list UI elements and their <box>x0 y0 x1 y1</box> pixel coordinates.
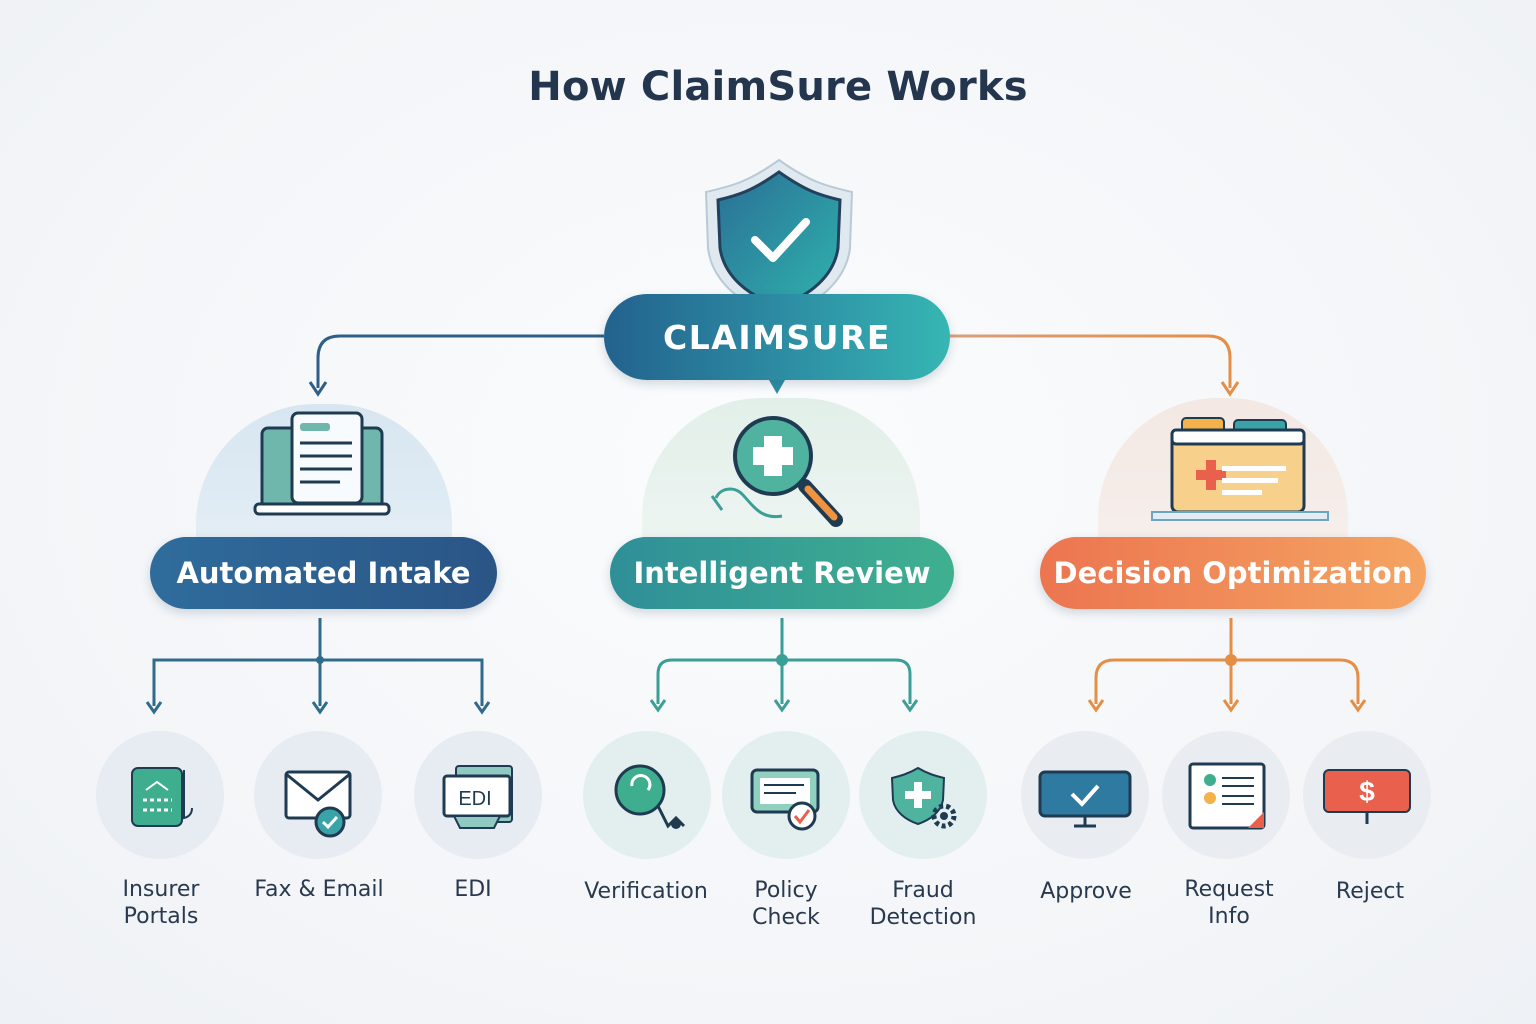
label-approve: Approve <box>1040 879 1132 904</box>
label-verification: Verification <box>584 879 708 904</box>
circle-edi <box>414 731 542 859</box>
circle-approve <box>1021 731 1149 859</box>
connector-center-intake <box>316 334 604 388</box>
category-automated-intake: Automated Intake <box>150 537 497 609</box>
circle-insurer-portals <box>96 731 224 859</box>
page-title: How ClaimSure Works <box>528 64 1028 110</box>
category-intelligent-review: Intelligent Review <box>610 537 954 609</box>
label-fraud-detection: Fraud Detection <box>869 878 977 930</box>
label-request-info: Request Info <box>1184 877 1274 929</box>
connector-intake-children <box>145 618 491 715</box>
claimsure-hub: CLAIMSURE <box>604 294 950 380</box>
circle-fax-email <box>254 731 382 859</box>
label-reject: Reject <box>1335 879 1405 904</box>
circle-reject <box>1303 731 1431 859</box>
circle-request-info <box>1162 731 1290 859</box>
label-insurer-portals: Insurer Portals <box>122 877 200 929</box>
label-policy-check: Policy Check <box>752 878 820 930</box>
label-fax-email: Fax & Email <box>254 877 384 902</box>
connector-center-decision <box>950 334 1232 388</box>
circle-verification <box>583 731 711 859</box>
category-decision-optimization: Decision Optimization <box>1040 537 1426 609</box>
label-edi: EDI <box>454 877 492 902</box>
circle-fraud-detection <box>859 731 987 859</box>
circle-policy-check <box>722 731 850 859</box>
